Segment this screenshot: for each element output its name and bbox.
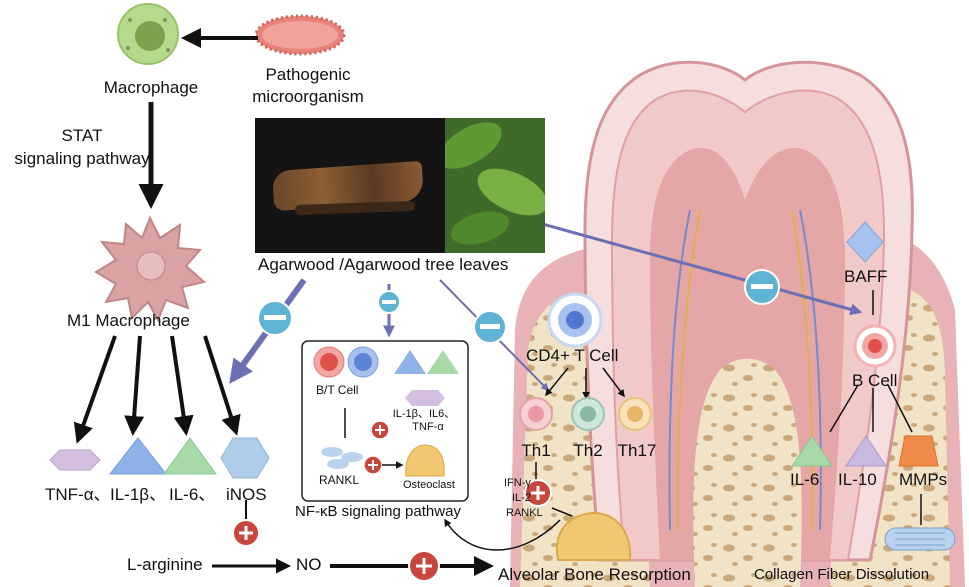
macrophage-label: Macrophage: [103, 78, 199, 97]
agarwood-label: Agarwood /Agarwood tree leaves: [258, 255, 509, 274]
box-cytokines-line2: TNF-α: [412, 421, 444, 433]
arrow-cd4-to-th17: [602, 367, 625, 398]
pathogen-bacterium: [254, 14, 346, 56]
cd4-t-cell-label: CD4+ T Cell: [526, 346, 619, 365]
box-rankl-label: RANKL: [319, 473, 360, 487]
tooth-illustration: [510, 60, 965, 587]
tnf-label: TNF-α、: [45, 485, 111, 504]
th17-label: Th17: [617, 441, 657, 460]
il1b-shape: [108, 437, 168, 475]
connector-to-osteoclast: [551, 507, 573, 517]
osteoclast-small: [405, 444, 445, 477]
box-osteoclast-label: Osteoclast: [403, 479, 455, 491]
osteoclast-large: [555, 511, 632, 561]
b-cell: [853, 324, 897, 368]
m1-macrophage-cell: [94, 215, 207, 323]
b-il10-shape: [845, 435, 887, 467]
collagen-dissolution-label: Collagen Fiber Dissolution: [754, 566, 930, 583]
promote-icon-box-1: [370, 420, 390, 440]
box-triangle-blue: [394, 350, 426, 374]
box-cytokines-line1: IL-1β、IL6、: [392, 408, 456, 420]
no-label: NO: [296, 555, 322, 574]
baff-label: BAFF: [844, 267, 888, 286]
box-cytokine-hexagon: [405, 390, 445, 406]
t-cell-icon: [347, 346, 379, 378]
il2-label: IL-2: [512, 492, 531, 504]
inos-shape: [220, 437, 270, 479]
macrophage-cell: [117, 3, 179, 65]
baff-diamond: [846, 221, 884, 263]
promote-icon-box-2: [363, 455, 383, 475]
b-cell-icon: [313, 346, 345, 378]
b-il6-label: IL-6: [790, 470, 820, 489]
stat-label-line1: STAT: [61, 126, 103, 145]
th1-rankl-label: RANKL: [506, 507, 543, 519]
agarwood-photo: [255, 118, 445, 253]
inhibit-icon-nfkb: [377, 290, 401, 314]
collagen-fiber: [884, 527, 956, 551]
pathogen-label-line2: microorganism: [252, 87, 364, 106]
inner-bone: [693, 358, 802, 587]
curved-arrow-to-nfkb: [444, 518, 561, 551]
larginine-label: L-arginine: [127, 555, 203, 574]
ifn-label: IFN-γ: [504, 477, 531, 489]
pulp-vessel-4: [791, 209, 814, 531]
arrow-cd4-to-th1: [545, 367, 569, 397]
mmps-shape: [898, 435, 939, 467]
b-cell-label: B Cell: [852, 371, 898, 390]
th1-label: Th1: [521, 441, 551, 460]
arrow-agarwood-to-bcell: [509, 213, 863, 316]
box-triangle-green: [427, 350, 459, 374]
bt-cell-label: B/T Cell: [316, 383, 359, 397]
agarwood-leaf-photo: [445, 118, 545, 253]
th2-cell: [571, 397, 605, 431]
m1-macrophage-label: M1 Macrophage: [67, 311, 190, 330]
cd4-t-cell: [547, 292, 603, 348]
il1b-label: IL-1β、: [110, 485, 167, 504]
arrow-m1-to-il1b: [124, 335, 145, 436]
nfkb-pathway-label: NF-κB signaling pathway: [295, 503, 461, 520]
inhibit-icon-bcell: [744, 269, 780, 305]
promote-icon-no: [408, 550, 440, 582]
promote-icon-inos: [232, 519, 260, 547]
il6-label: IL-6、: [169, 485, 216, 504]
arrow-bcell-to-il6: [829, 384, 859, 433]
pathogen-label-line1: Pathogenic: [265, 65, 351, 84]
th17-cell: [618, 397, 652, 431]
rankl-dots: [321, 447, 363, 469]
b-il6-shape: [791, 435, 833, 467]
pulp-vessel-2: [676, 209, 701, 531]
stat-label-line2: signaling pathway: [14, 149, 150, 168]
arrow-m1-to-tnf: [73, 335, 117, 444]
b-il10-label: IL-10: [838, 470, 877, 489]
th1-cell: [519, 397, 553, 431]
mmps-label: MMPs: [899, 470, 948, 489]
arrow-m1-to-il6: [170, 335, 194, 436]
inos-label: iNOS: [226, 485, 267, 504]
inhibit-icon-m1: [257, 300, 293, 336]
alveolar-bone-resorption-label: Alveolar Bone Resorption: [498, 565, 691, 584]
pulp-vessel-3: [799, 209, 822, 531]
arrow-m1-to-inos: [203, 335, 241, 436]
arrow-bcell-to-mmps: [887, 384, 913, 433]
inhibit-icon-th1: [473, 310, 507, 344]
promote-icon-th1: [524, 479, 552, 507]
tnf-shape: [49, 449, 101, 471]
il6-shape: [163, 437, 217, 475]
th2-label: Th2: [573, 441, 603, 460]
pulp-vessel-1: [668, 209, 691, 531]
